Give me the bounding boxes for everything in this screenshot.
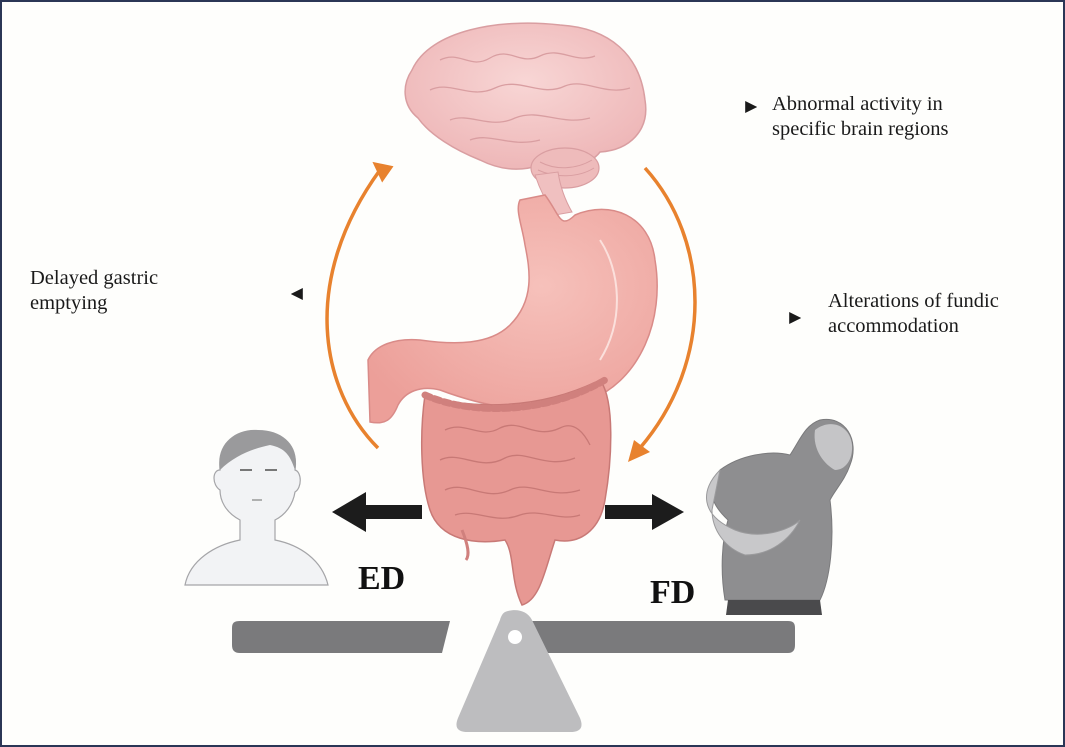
intestines-illustration <box>421 376 612 606</box>
label-line: emptying <box>30 292 108 314</box>
label-fd: FD <box>650 574 696 611</box>
label-line: specific brain regions <box>772 118 949 140</box>
cycle-arrow-right <box>628 166 697 462</box>
arrow-to-fd <box>605 494 684 530</box>
label-line: Delayed gastric <box>30 267 159 289</box>
cycle-arrow-left <box>325 161 394 450</box>
label-line: Abnormal activity in <box>772 93 943 115</box>
person-neutral-illustration <box>184 429 329 586</box>
label-line: Alterations of fundic <box>828 290 999 312</box>
stomach-illustration <box>367 194 658 424</box>
person-abdominal-pain-illustration <box>706 418 854 615</box>
label-line: accommodation <box>828 315 959 337</box>
balance-scale-illustration <box>232 610 795 732</box>
brain-illustration <box>404 22 647 216</box>
label-brain-activity: Abnormal activity in specific brain regi… <box>772 92 948 142</box>
label-gastric-emptying: Delayed gastric emptying <box>30 266 158 316</box>
label-fundic-accommodation: Alterations of fundic accommodation <box>828 289 999 339</box>
arrow-to-ed <box>332 492 422 532</box>
label-ed: ED <box>358 560 406 597</box>
